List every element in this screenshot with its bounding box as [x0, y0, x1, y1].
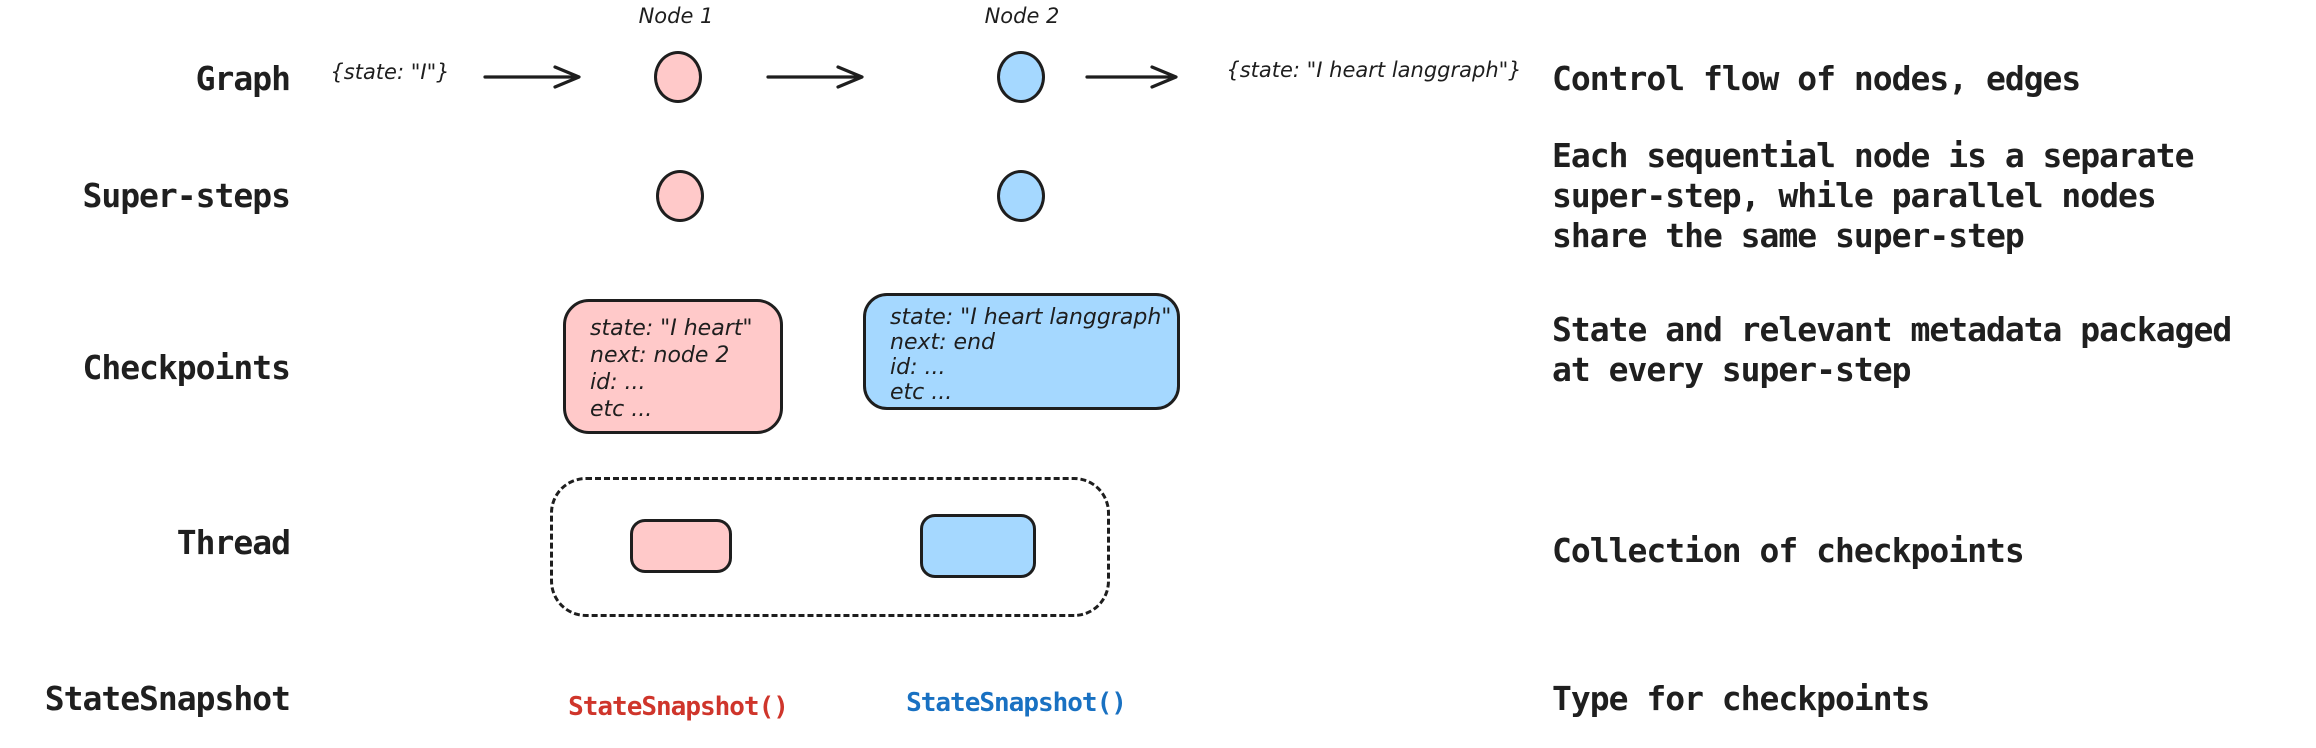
node2-circle-superstep	[997, 170, 1045, 222]
arrow-right-icon	[1085, 65, 1178, 89]
node2-circle-graph	[997, 51, 1045, 103]
thread-container-box	[550, 477, 1110, 617]
node1-circle-superstep	[656, 170, 704, 222]
row-desc-checkpoints: State and relevant metadata packaged at …	[1552, 310, 2232, 389]
node1-circle-graph	[654, 51, 702, 103]
row-label-thread: Thread	[176, 523, 291, 562]
arrow-right-icon	[766, 65, 864, 89]
checkpoint-node2-box: state: "I heart langgraph" next: end id:…	[863, 293, 1180, 410]
checkpoint-line: id: ...	[590, 370, 646, 395]
checkpoint-line: etc ...	[590, 397, 653, 422]
row-label-graph: Graph	[195, 59, 291, 98]
row-desc-thread: Collection of checkpoints	[1552, 531, 2025, 570]
checkpoint-line: state: "I heart langgraph"	[890, 305, 1172, 330]
output-state-text: {state: "I heart langgraph"}	[1226, 58, 1522, 82]
checkpoint-line: next: end	[890, 330, 995, 355]
row-desc-graph: Control flow of nodes, edges	[1552, 59, 2081, 98]
checkpoint-line: etc ...	[890, 380, 953, 405]
row-desc-super-steps: Each sequential node is a separate super…	[1552, 136, 2195, 255]
row-label-checkpoints: Checkpoints	[82, 348, 291, 387]
checkpoint-line: state: "I heart"	[590, 316, 753, 341]
node2-label: Node 2	[984, 4, 1060, 28]
arrow-right-icon	[483, 65, 581, 89]
checkpoint-line: next: node 2	[590, 343, 730, 368]
input-state-text: {state: "I"}	[330, 60, 450, 84]
checkpoint-node1-box: state: "I heart" next: node 2 id: ... et…	[563, 299, 783, 434]
row-desc-statesnapshot: Type for checkpoints	[1552, 679, 1930, 718]
thread-node1-rect	[630, 519, 732, 573]
checkpoint-line: id: ...	[890, 355, 946, 380]
row-label-statesnapshot: StateSnapshot	[44, 679, 291, 718]
row-label-super-steps: Super-steps	[82, 176, 291, 215]
node1-label: Node 1	[638, 4, 714, 28]
statesnapshot-node1-code: StateSnapshot()	[568, 692, 789, 722]
thread-node2-rect	[920, 514, 1036, 578]
statesnapshot-node2-code: StateSnapshot()	[906, 688, 1127, 718]
